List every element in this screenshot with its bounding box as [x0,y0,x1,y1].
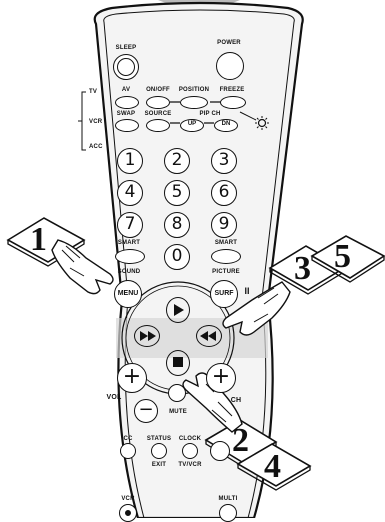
stop-button[interactable] [166,350,190,376]
fast-forward-button[interactable] [196,325,222,347]
digit-6-button[interactable]: 6 [211,180,237,206]
vcr-dot-icon [125,510,131,516]
digit-8-button[interactable]: 8 [164,212,190,238]
step-number-4: 4 [264,450,281,484]
rewind-button[interactable] [134,325,160,347]
sleep-label: SLEEP [116,45,137,51]
smart-picture-button[interactable] [211,249,241,264]
digit-5-button[interactable]: 5 [164,180,190,206]
exit-label: EXIT [152,462,166,468]
vcr-label: VCR [121,496,134,502]
vol-label: VOL [107,394,122,401]
clock-label: CLOCK [179,436,201,442]
position-label: POSITION [179,87,209,93]
av-label: AV [122,87,130,93]
hand-icon-left [52,240,113,294]
vol-up-symbol: + [117,364,147,390]
position-button[interactable] [180,96,208,109]
surf-label: SURF [210,290,238,297]
ch-up-symbol: + [206,364,236,390]
source-button[interactable] [146,119,170,132]
play-button[interactable] [166,297,190,323]
av-button[interactable] [115,96,139,109]
smart-picture-label: SMART [215,240,237,246]
vol-down-symbol: − [134,399,158,421]
cc-button[interactable] [120,443,136,459]
step-number-3: 3 [294,252,311,286]
step-number-5: 5 [334,240,351,274]
smart-sound-label: SMART [118,240,140,246]
digit-1-button[interactable]: 1 [117,148,143,174]
mute-button[interactable] [168,384,186,402]
mode-tv-label: TV [89,89,97,95]
pipch-label: PIP CH [199,111,220,117]
freeze-button[interactable] [220,96,246,109]
mode-bracket [78,92,86,150]
mute-label: MUTE [169,409,187,415]
mode-acc-label: ACC [89,144,103,150]
pause-mark: II [241,286,253,296]
status-exit-button[interactable] [151,443,167,459]
digit-3-button[interactable]: 3 [211,148,237,174]
multi-label: MULTI [219,496,238,502]
swap-label: SWAP [117,111,135,117]
power-label: POWER [217,40,241,46]
mode-vcr-label: VCR [89,119,102,125]
step-number-2: 2 [232,424,249,458]
digit-9-button[interactable]: 9 [211,212,237,238]
onoff-button[interactable] [146,96,170,109]
swap-button[interactable] [115,119,139,132]
freeze-label: FREEZE [220,87,245,93]
sleep-button-inner [117,58,135,76]
bottom-right-button[interactable] [210,441,230,461]
pip-dn-label: DN [214,121,238,127]
menu-label: MENU [114,290,142,297]
tvvcr-label: TV/VCR [178,462,201,468]
pip-up-label: UP [180,121,204,127]
power-button[interactable] [216,52,244,80]
status-label: STATUS [147,436,171,442]
step-number-1: 1 [30,223,47,257]
ch-label: CH [231,397,242,404]
multi-button[interactable] [219,504,237,522]
cc-label: CC [123,436,132,442]
smart-sound-button[interactable] [115,249,145,264]
digit-0-button[interactable]: 0 [164,244,190,270]
digit-4-button[interactable]: 4 [117,180,143,206]
digit-2-button[interactable]: 2 [164,148,190,174]
onoff-label: ON/OFF [146,87,170,93]
clock-button[interactable] [182,443,198,459]
sound-label: SOUND [118,269,141,275]
digit-7-button[interactable]: 7 [117,212,143,238]
source-label: SOURCE [145,111,172,117]
picture-label: PICTURE [212,269,240,275]
